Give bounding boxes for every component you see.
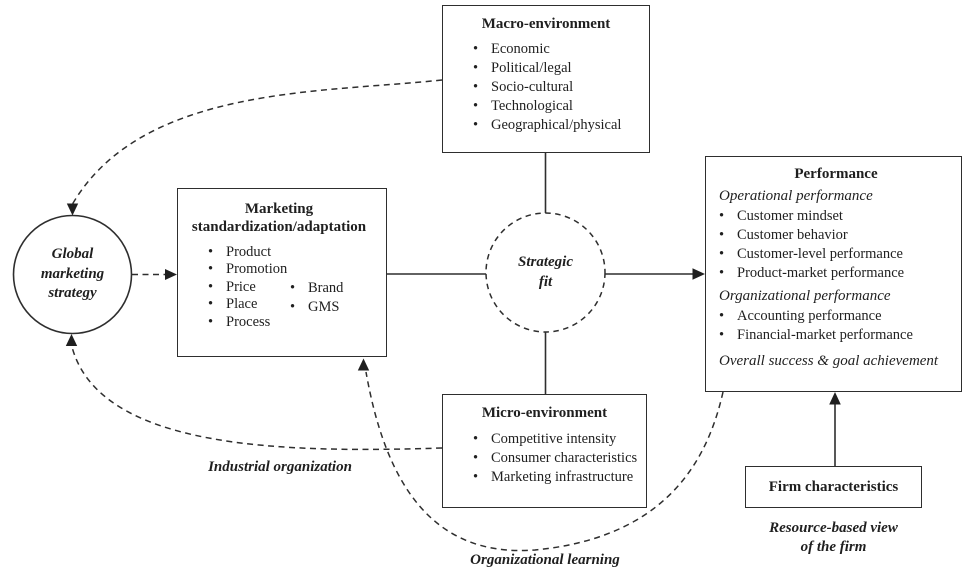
node-strategic-fit: Strategic fit — [518, 253, 573, 290]
list-item-label: Price — [226, 278, 256, 295]
list-item-label: Product-market performance — [737, 265, 905, 282]
annotation-organizational-learning: Organizational learning — [470, 552, 620, 568]
list-item: • Product-market performance — [719, 264, 953, 283]
organizational-performance-list: • Accounting performance • Financial-market… — [719, 307, 953, 345]
list-item: • Economic — [473, 40, 643, 59]
bullet-icon: • — [473, 60, 479, 77]
bullet-icon: • — [473, 469, 479, 486]
micro-environment-title: Micro-environment — [481, 405, 608, 421]
node-performance: Performance Operational performance • Cus… — [705, 156, 962, 392]
overall-success-note: Overall success & goal achievement — [719, 353, 939, 370]
list-item-label: Political/legal — [491, 60, 572, 77]
list-item: • GMS — [290, 298, 343, 317]
list-item: • Socio-cultural — [473, 78, 643, 97]
list-item: • Technological — [473, 97, 643, 116]
node-firm-characteristics: Firm characteristics — [745, 466, 922, 508]
list-item: • Price — [208, 279, 380, 297]
bullet-icon: • — [290, 280, 296, 296]
arrow-micro-to-gms — [71, 346, 443, 451]
list-item: • Process — [208, 314, 380, 332]
arrowhead-macro-to-gms — [66, 203, 79, 216]
bullet-icon: • — [473, 117, 479, 134]
list-item: • Financial-market performance — [719, 326, 953, 345]
operational-performance-heading: Operational performance — [719, 188, 873, 205]
list-item-label: Marketing infrastructure — [491, 469, 634, 486]
bullet-icon: • — [208, 243, 214, 260]
bullet-icon: • — [719, 208, 725, 225]
bullet-icon: • — [473, 98, 479, 115]
marketing-extra-list: • Brand • GMS — [290, 279, 343, 317]
bullet-icon: • — [473, 431, 479, 448]
bullet-icon: • — [473, 450, 479, 467]
bullet-icon: • — [473, 41, 479, 58]
bullet-icon: • — [290, 299, 296, 315]
bullet-icon: • — [719, 308, 725, 325]
list-item: • Marketing infrastructure — [473, 468, 640, 487]
bullet-icon: • — [208, 261, 214, 278]
micro-environment-list: • Competitive intensity • Consumer characte… — [473, 430, 640, 487]
list-item: • Accounting performance — [719, 307, 953, 326]
bullet-icon: • — [208, 296, 214, 313]
annotation-industrial-organization: Industrial organization — [208, 459, 352, 475]
list-item-label: Customer behavior — [737, 227, 848, 244]
arrow-performance-to-marketing — [365, 371, 724, 552]
list-item: • Customer behavior — [719, 226, 953, 245]
arrowhead-micro-to-gms — [65, 334, 78, 346]
list-item-label: Brand — [308, 280, 344, 296]
bullet-icon: • — [719, 246, 725, 263]
list-item-label: Socio-cultural — [491, 79, 574, 96]
operational-performance-list: • Customer mindset • Customer behavior • Cust… — [719, 207, 953, 283]
list-item-label: Technological — [491, 98, 573, 115]
list-item-label: Customer-level performance — [737, 246, 903, 263]
strategic-fit-circle — [485, 212, 606, 333]
list-item: • Promotion — [208, 261, 380, 279]
list-item: • Brand — [290, 279, 343, 298]
marketing-standardization-title: Marketing standardization/adaptation — [191, 201, 367, 236]
bullet-icon: • — [208, 278, 214, 295]
list-item-label: GMS — [308, 299, 340, 315]
list-item: • Consumer characteristics — [473, 449, 640, 468]
arrowhead-firm-to-performance — [829, 392, 841, 405]
list-item-label: Process — [226, 313, 271, 330]
global-marketing-strategy-circle — [12, 214, 133, 335]
arrow-macro-to-gms — [71, 79, 443, 205]
list-item: • Geographical/physical — [473, 116, 643, 135]
list-item-label: Place — [226, 296, 258, 313]
list-item: • Customer mindset — [719, 207, 953, 226]
list-item-label: Geographical/physical — [491, 117, 622, 134]
marketing-mix-list: •Product•Promotion•Price•Place•Process — [208, 244, 380, 332]
node-micro-environment: Micro-environment • Competitive intensity… — [442, 394, 647, 508]
node-marketing-standardization: Marketing standardization/adaptation •Pr… — [177, 188, 387, 357]
list-item-label: Customer mindset — [737, 208, 843, 225]
list-item: • Product — [208, 244, 380, 262]
bullet-icon: • — [719, 227, 725, 244]
macro-environment-list: • Economic • Political/legal • Socio-cultural… — [473, 40, 643, 135]
list-item-label: Accounting performance — [737, 308, 882, 325]
list-item: • Competitive intensity — [473, 430, 640, 449]
arrowhead-performance-to-marketing — [357, 358, 370, 371]
list-item-label: Product — [226, 243, 272, 260]
macro-environment-title: Macro-environment — [481, 16, 611, 32]
list-item-label: Consumer characteristics — [491, 450, 638, 467]
node-macro-environment: Macro-environment • Economic • Political/le… — [442, 5, 650, 153]
performance-title: Performance — [794, 166, 878, 182]
list-item-label: Financial-market performance — [737, 327, 913, 344]
bullet-icon: • — [719, 327, 725, 344]
list-item-label: Promotion — [226, 261, 288, 278]
annotation-resource-based-view: Resource-based view of the firm — [769, 520, 898, 555]
node-global-marketing-strategy: Global marketing strategy — [40, 245, 105, 302]
list-item-label: Economic — [491, 41, 550, 58]
arrowhead-fit-to-performance — [692, 268, 705, 280]
list-item-label: Competitive intensity — [491, 431, 617, 448]
firm-characteristics-title: Firm characteristics — [768, 478, 899, 495]
bullet-icon: • — [473, 79, 479, 96]
list-item: • Customer-level performance — [719, 245, 953, 264]
list-item: • Political/legal — [473, 59, 643, 78]
list-item: • Place — [208, 296, 380, 314]
arrowhead-gms-to-marketing — [165, 269, 177, 280]
bullet-icon: • — [208, 313, 214, 330]
organizational-performance-heading: Organizational performance — [719, 288, 891, 305]
bullet-icon: • — [719, 265, 725, 282]
